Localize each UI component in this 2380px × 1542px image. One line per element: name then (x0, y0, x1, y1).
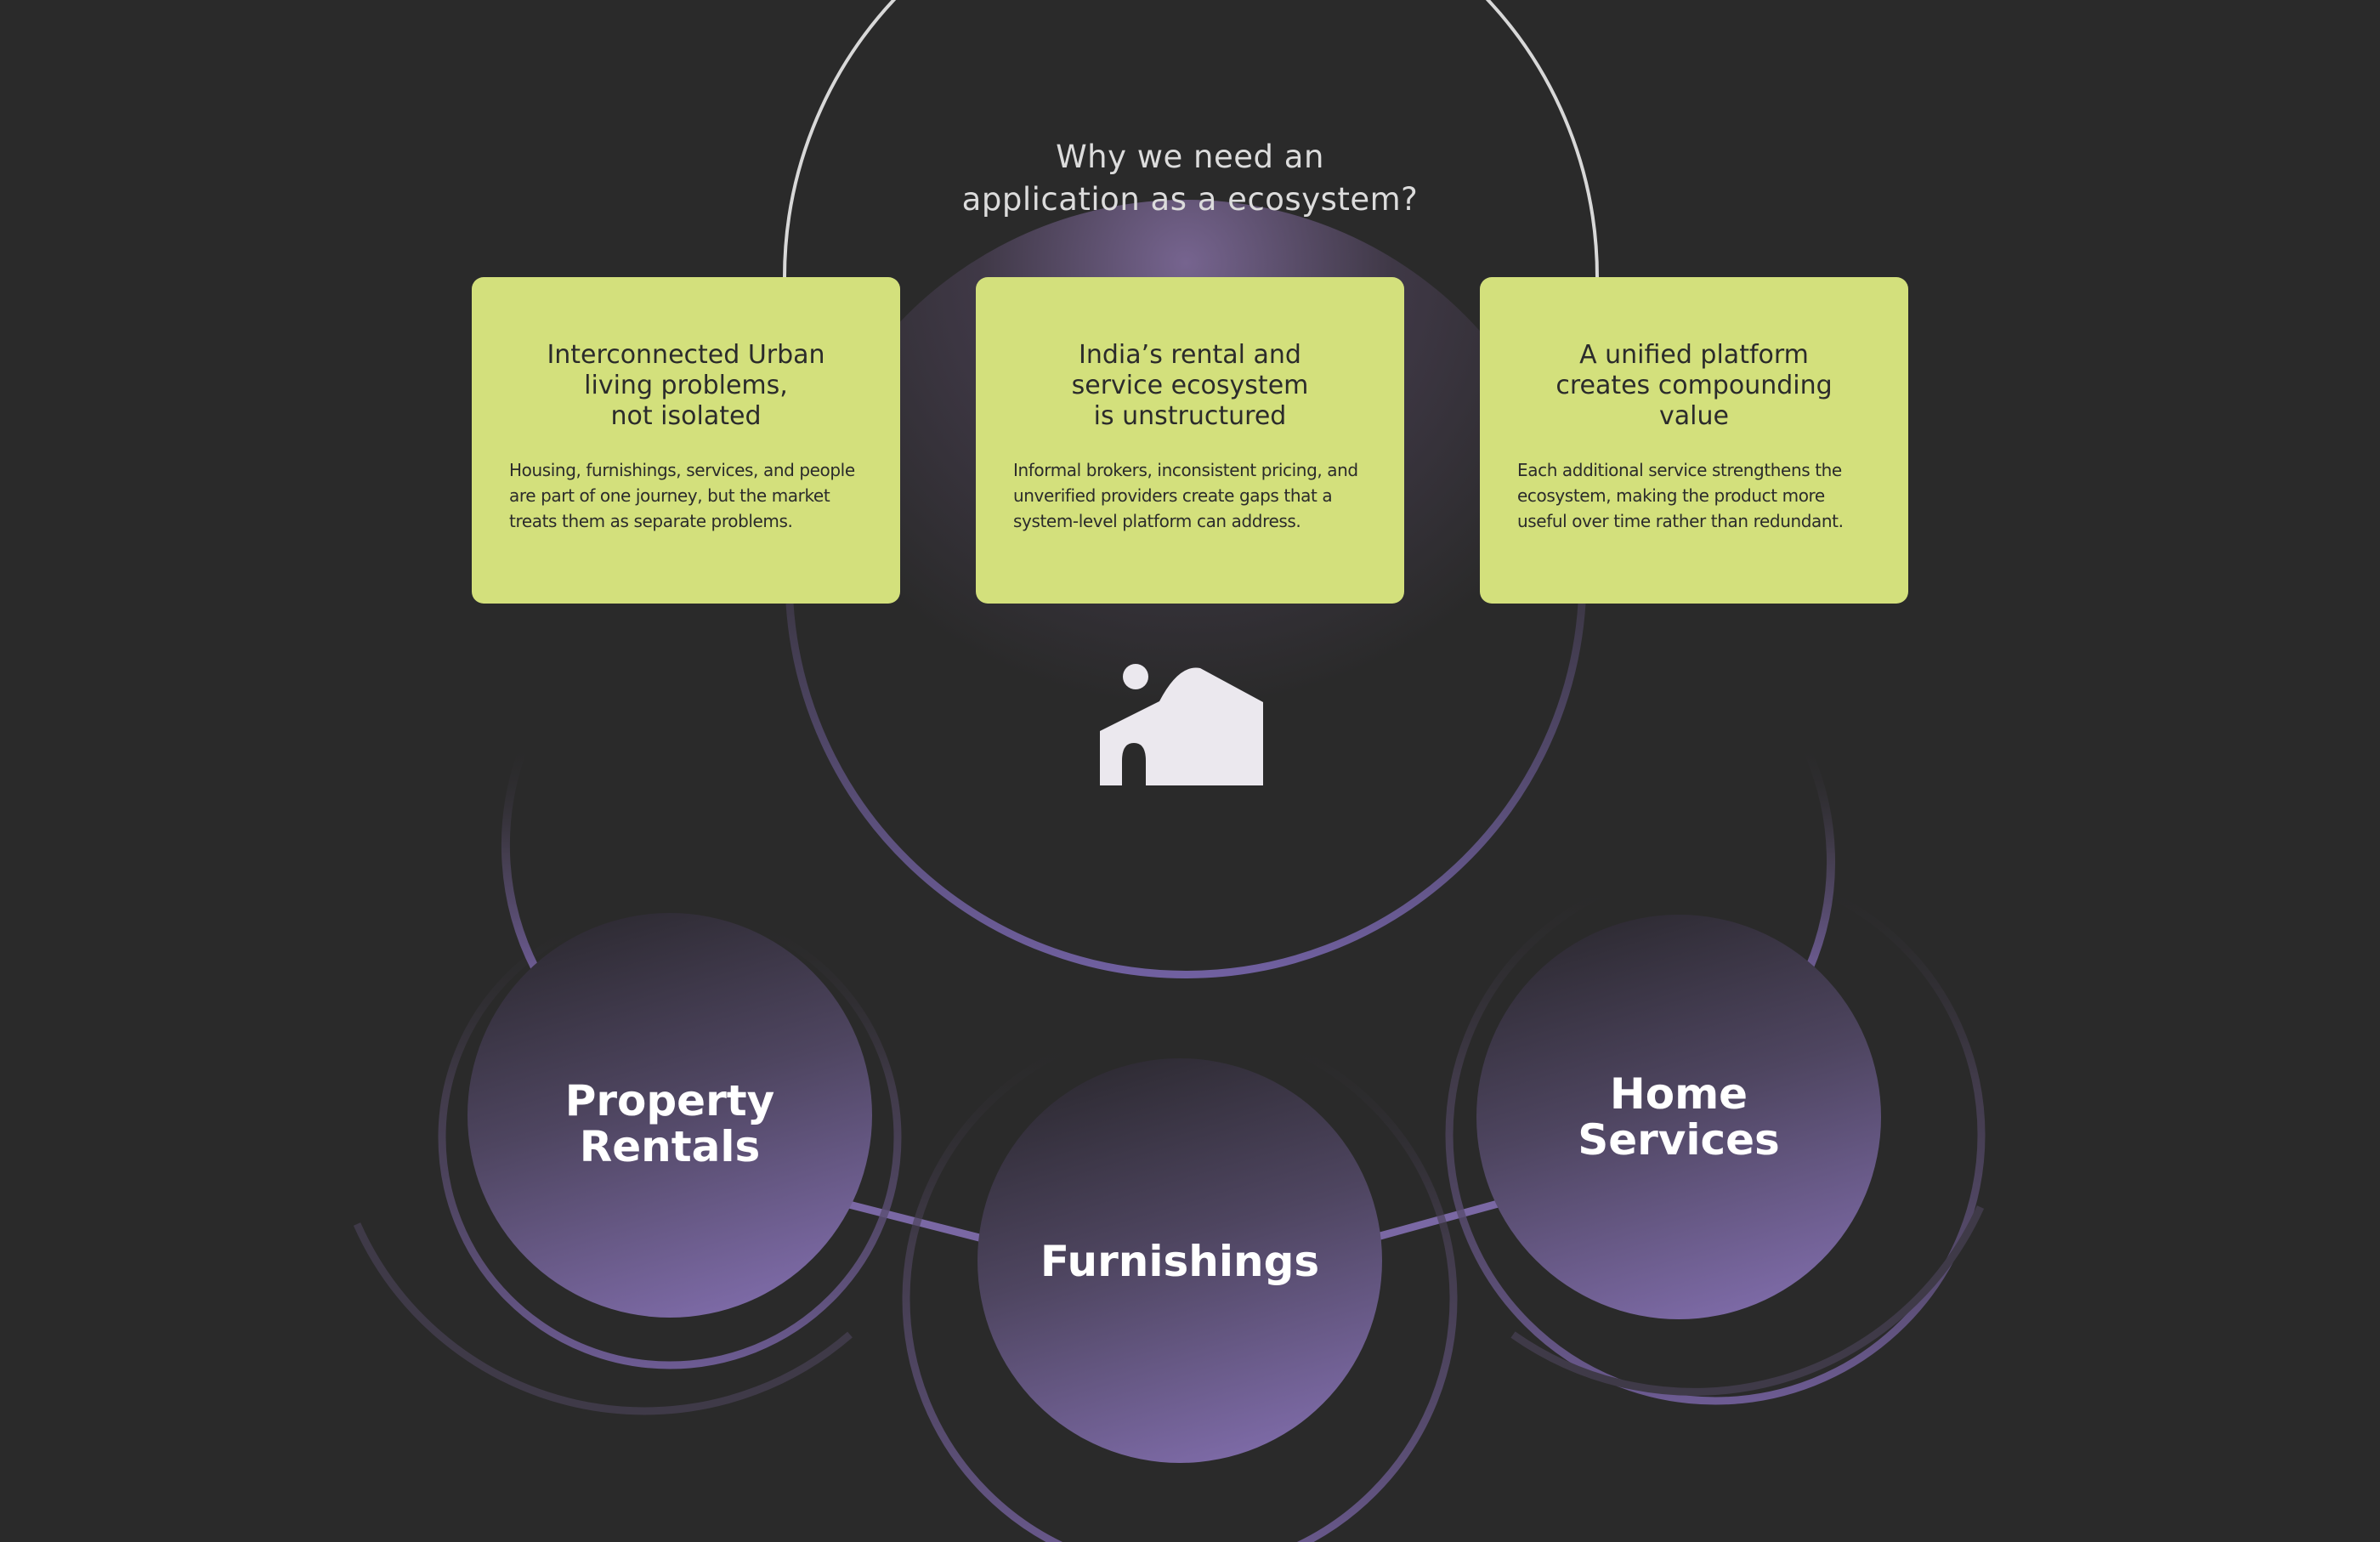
ring-left-side (501, 738, 540, 972)
hub-ring (785, 603, 1586, 978)
ring-right-outer (1445, 865, 1986, 1405)
card-body: Informal brokers, inconsistent pricing, … (1013, 460, 1358, 531)
ring-middle-outer (902, 1021, 1458, 1542)
property-rentals-label: Property Rentals (564, 1076, 775, 1171)
ring-right-side (1798, 737, 1836, 971)
card-interconnected-problems: Interconnected Urban living problems, no… (472, 277, 900, 604)
home-services-label: Home Services (1578, 1069, 1780, 1165)
card-title: India’s rental and service ecosystem is … (1071, 340, 1309, 431)
ring-left-outer (438, 905, 902, 1369)
card-unstructured-ecosystem: India’s rental and service ecosystem is … (976, 277, 1404, 604)
card-title: A unified platform creates compounding v… (1556, 340, 1833, 431)
card-body: Each additional service strengthens the … (1517, 460, 1844, 531)
node-furnishings (978, 1058, 1382, 1463)
ring-right-under (1510, 1205, 1985, 1396)
house-icon (1100, 664, 1263, 785)
card-title: Interconnected Urban living problems, no… (547, 340, 825, 431)
node-home-services (1476, 915, 1881, 1319)
page-title: Why we need an application as a ecosyste… (961, 139, 1419, 218)
card-unified-platform: A unified platform creates compounding v… (1480, 277, 1908, 604)
hub-top-arc (783, 0, 1599, 278)
ring-left-under (353, 1222, 853, 1415)
card-body: Housing, furnishings, services, and peop… (509, 460, 855, 531)
node-property-rentals (468, 913, 872, 1318)
furnishings-label: Furnishings (1040, 1237, 1320, 1286)
